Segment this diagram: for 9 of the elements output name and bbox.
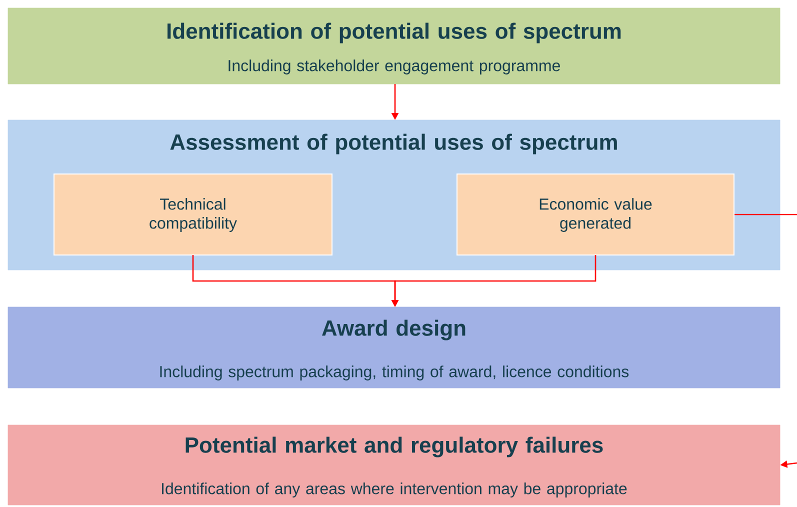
subtitle: Including stakeholder engagement programme	[228, 60, 560, 74]
heading: Identification of potential uses of spectrum	[168, 22, 621, 44]
subtitle: Identification of any areas where intervention may be appropriate	[162, 482, 627, 498]
heading: Award design	[322, 320, 466, 340]
box-label: Technical compatibility	[150, 198, 237, 232]
heading: Assessment of potential uses of spectrum	[170, 134, 617, 154]
subtitle: Including spectrum packaging, timing of award, licence conditions	[160, 366, 629, 380]
box-label: Economic value generated	[540, 198, 652, 232]
heading: Potential market and regulatory failures	[186, 436, 603, 458]
